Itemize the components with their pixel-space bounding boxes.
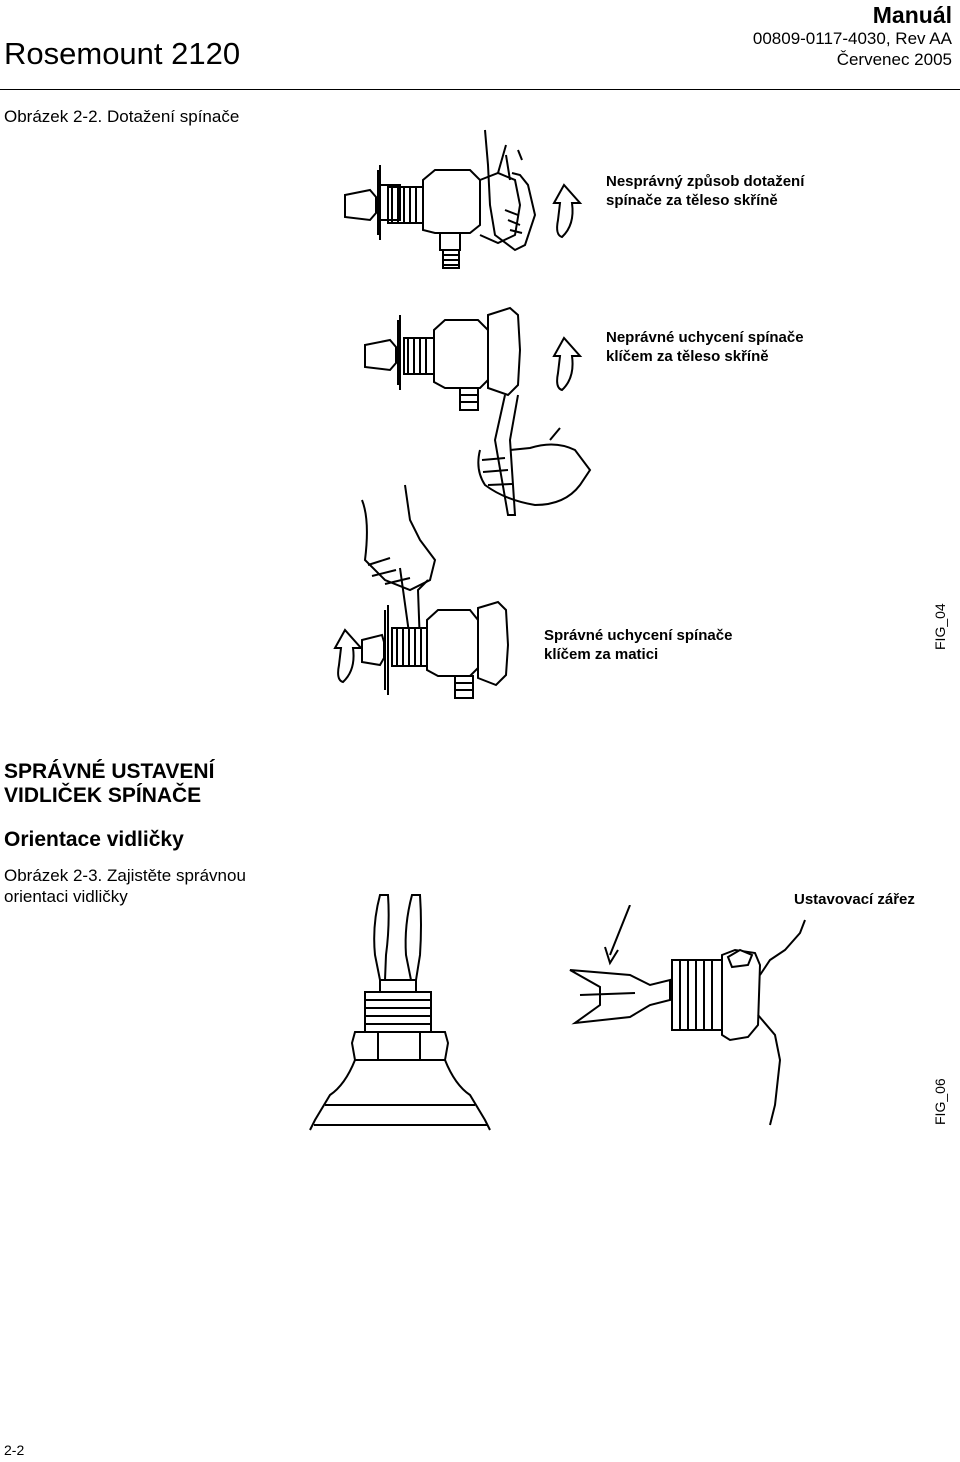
label-incorrect-housing-2: Neprávné uchycení spínače klíčem za těle… (606, 329, 804, 365)
illustration-fork-vertical (300, 885, 500, 1135)
figure-2-3-id: FIG_06 (932, 1078, 948, 1125)
label-alignment-notch: Ustavovací zářez (794, 891, 915, 908)
header-divider (0, 89, 960, 90)
illustration-wrench-on-housing (360, 300, 600, 530)
illustration-fork-notch (560, 905, 830, 1130)
page-number: 2-2 (4, 1442, 25, 1458)
illustration-hand-on-housing (340, 125, 590, 280)
label-incorrect-housing-1: Nesprávný způsob dotažení spínače za těl… (606, 173, 805, 209)
doc-date: Červenec 2005 (836, 50, 952, 69)
figure-2-2-caption: Obrázek 2-2. Dotažení spínače (4, 107, 240, 126)
figure-2-3-caption: Obrázek 2-3. Zajistěte správnou orientac… (4, 866, 246, 906)
label-correct-nut: Správné uchycení spínače klíčem za matic… (544, 627, 733, 663)
figure-2-2-id: FIG_04 (932, 603, 948, 650)
header-meta: Manuál 00809-0117-4030, Rev AA Červenec … (753, 2, 952, 70)
product-title: Rosemount 2120 (4, 36, 241, 71)
doc-number: 00809-0117-4030, Rev AA (752, 29, 952, 48)
subsection-title: Orientace vidličky (4, 828, 184, 851)
section-title: SPRÁVNÉ USTAVENÍ VIDLIČEK SPÍNAČE (4, 760, 215, 807)
illustration-wrench-on-nut (300, 480, 530, 720)
doc-type: Manuál (872, 2, 952, 28)
